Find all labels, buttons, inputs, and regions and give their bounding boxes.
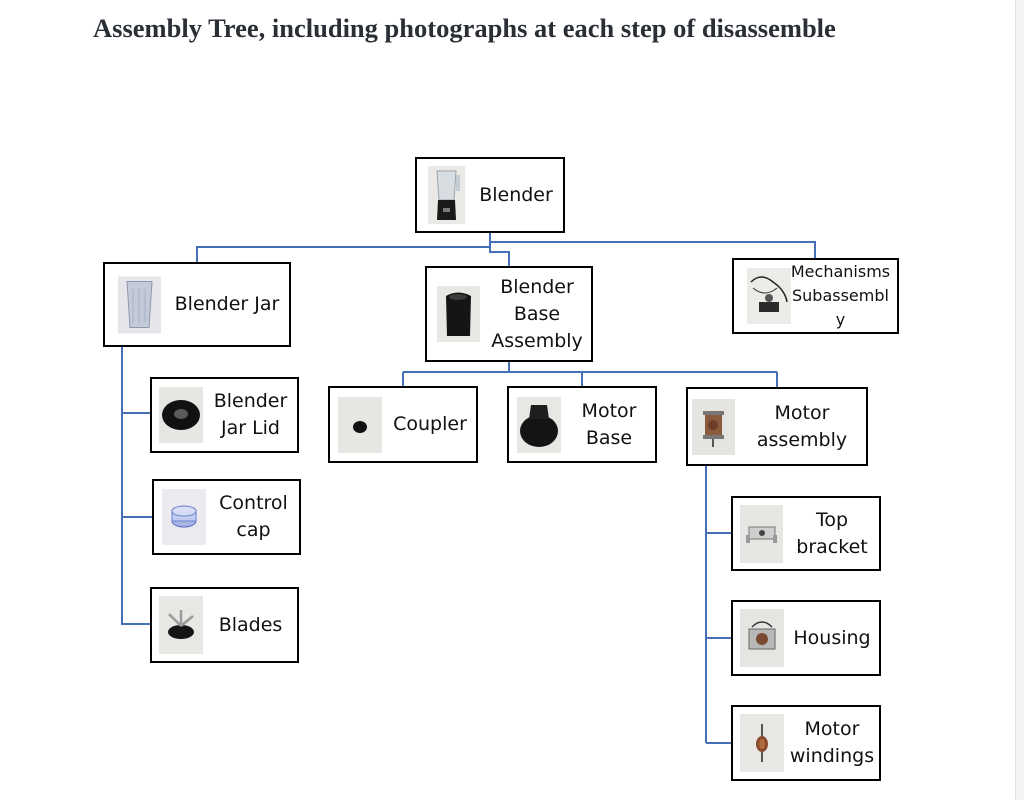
node-label: Blender Jar xyxy=(165,264,289,345)
node-label: Motor windings xyxy=(785,707,879,779)
blender-jar-photo xyxy=(118,276,161,333)
node-motor-assembly: Motor assembly xyxy=(686,387,868,466)
node-label-line: Control xyxy=(219,492,288,514)
node-label: Blender Base Assembly xyxy=(483,268,591,360)
node-blades: Blades xyxy=(150,587,299,663)
node-coupler: Coupler xyxy=(328,386,478,463)
node-label-line: Blades xyxy=(218,613,283,636)
control-cap-photo xyxy=(162,489,206,545)
node-label: Blender Jar Lid xyxy=(204,379,297,451)
node-label-line: Coupler xyxy=(393,413,467,435)
node-label-line: Top xyxy=(815,508,849,531)
node-label-line: y xyxy=(835,310,846,329)
jar-lid-photo xyxy=(159,387,203,443)
node-blender-base-assembly: Blender Base Assembly xyxy=(425,266,593,362)
node-blender-jar: Blender Jar xyxy=(103,262,291,347)
node-label-line: assembly xyxy=(756,428,848,451)
node-label: Control cap xyxy=(208,481,299,553)
node-top-bracket: Top bracket xyxy=(731,496,881,571)
node-label-line: Mechanisms xyxy=(790,262,891,281)
node-label-line: Motor xyxy=(581,399,637,422)
node-label-line: cap xyxy=(236,519,271,541)
node-mechanisms-subassembly: Mechanisms Subassembl y xyxy=(732,258,899,334)
node-label-line: Subassembl xyxy=(792,286,889,305)
node-label-line: Base xyxy=(513,302,561,325)
node-label-line: Motor xyxy=(774,401,830,424)
top-bracket-photo xyxy=(740,504,783,563)
node-label: Coupler xyxy=(384,388,476,461)
node-label-line: windings xyxy=(789,745,875,767)
node-label: Blender xyxy=(469,159,563,231)
node-blender: Blender xyxy=(415,157,565,233)
mechanisms-photo xyxy=(747,268,791,324)
connector-blender-to-mechanisms xyxy=(489,231,816,258)
node-label-line: Assembly xyxy=(491,329,583,352)
base-assembly-photo xyxy=(437,286,480,342)
node-label-line: Jar Lid xyxy=(220,417,280,439)
connector-blender-to-jar xyxy=(196,231,491,263)
motor-base-photo xyxy=(517,396,561,453)
motor-windings-photo xyxy=(740,714,784,772)
node-label-line: bracket xyxy=(796,535,868,558)
node-motor-windings: Motor windings xyxy=(731,705,881,781)
node-label: Mechanisms Subassembl y xyxy=(784,260,897,332)
housing-photo xyxy=(740,609,784,667)
node-label: Motor Base xyxy=(563,388,655,461)
node-label: Blades xyxy=(204,589,297,661)
node-blender-jar-lid: Blender Jar Lid xyxy=(150,377,299,453)
node-label: Housing xyxy=(785,602,879,674)
node-label-line: Base xyxy=(585,426,633,449)
blades-photo xyxy=(159,596,203,654)
page-scrollbar[interactable] xyxy=(1015,0,1024,800)
node-label-line: Blender xyxy=(500,275,574,298)
diagram-title: Assembly Tree, including photographs at … xyxy=(93,13,836,43)
node-label-line: Blender xyxy=(479,183,553,206)
node-label-line: Motor xyxy=(804,718,860,740)
node-motor-base: Motor Base xyxy=(507,386,657,463)
node-label-line: Blender xyxy=(213,390,288,412)
connector-blender-to-base xyxy=(489,231,510,266)
node-label-line: Blender Jar xyxy=(174,293,280,315)
coupler-photo xyxy=(338,396,382,453)
node-label: Motor assembly xyxy=(738,389,866,464)
node-label: Top bracket xyxy=(785,498,879,569)
node-label-line: Housing xyxy=(793,626,871,649)
blender-photo xyxy=(428,166,465,224)
node-control-cap: Control cap xyxy=(152,479,301,555)
node-housing: Housing xyxy=(731,600,881,676)
motor-assembly-photo xyxy=(692,398,735,455)
